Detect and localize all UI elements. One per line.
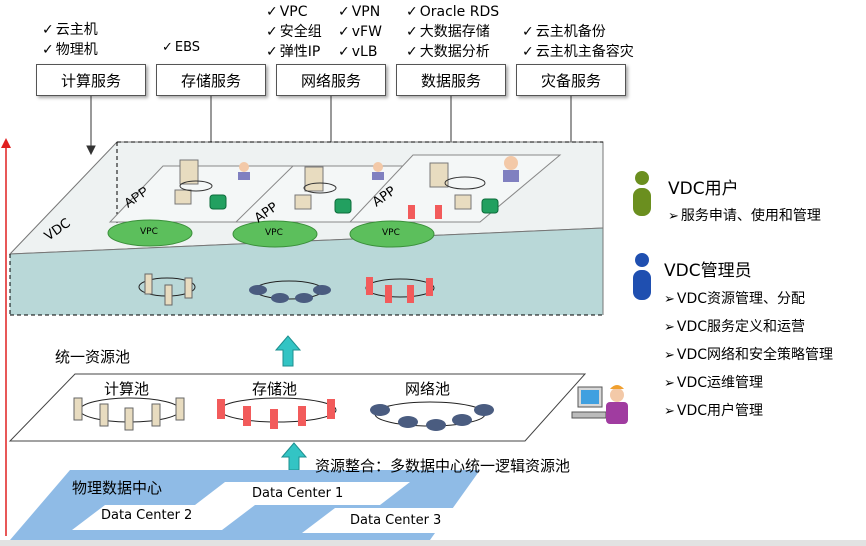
feature-item: 大数据存储 bbox=[406, 22, 499, 42]
datacenter-3-label: Data Center 3 bbox=[350, 513, 442, 528]
vertical-axis-arrow bbox=[1, 138, 11, 536]
feature-item: 云主机主备容灾 bbox=[522, 42, 634, 62]
feature-item: VPC bbox=[266, 2, 322, 22]
network-service-box: 网络服务 bbox=[276, 64, 386, 96]
vdc-admin-person-icon bbox=[633, 253, 651, 300]
data-service-box: 数据服务 bbox=[396, 64, 506, 96]
compute-pool-icons bbox=[73, 397, 185, 431]
vdc-admin-item: VDC网络和安全策略管理 bbox=[664, 344, 833, 364]
compute-pool-label: 计算池 bbox=[104, 380, 150, 398]
feature-item: 云主机备份 bbox=[522, 22, 634, 42]
data-features: Oracle RDS 大数据存储 大数据分析 bbox=[406, 2, 499, 62]
physical-datacenter-band bbox=[10, 470, 480, 540]
storage-service-box: 存储服务 bbox=[156, 64, 266, 96]
storage-pool-label: 存储池 bbox=[252, 380, 298, 398]
storage-pool-icons bbox=[217, 397, 337, 429]
vpc-label-3: VPC bbox=[382, 228, 400, 238]
feature-item: 大数据分析 bbox=[406, 42, 499, 62]
resource-pool-platform bbox=[8, 373, 587, 442]
vdc-admin-title: VDC管理员 bbox=[664, 261, 752, 281]
feature-item: vLB bbox=[338, 42, 382, 62]
vdc-admin-item: VDC服务定义和运营 bbox=[664, 316, 805, 336]
network-pool-label: 网络池 bbox=[405, 380, 451, 398]
pool-up-arrow bbox=[274, 335, 302, 367]
feature-item: vFW bbox=[338, 22, 382, 42]
vpc-label-1: VPC bbox=[140, 227, 158, 237]
feature-item: VPN bbox=[338, 2, 382, 22]
integration-up-arrow bbox=[280, 442, 308, 471]
vdc-platform-slab bbox=[10, 228, 603, 315]
tenant-devices bbox=[174, 159, 499, 219]
feature-item: Oracle RDS bbox=[406, 2, 499, 22]
network-features-right: VPN vFW vLB bbox=[338, 2, 382, 62]
vpc-cloud-3 bbox=[349, 220, 435, 248]
vdc-user-person-icon bbox=[633, 171, 651, 216]
dr-features: 云主机备份 云主机主备容灾 bbox=[522, 22, 634, 62]
datacenter-2-label: Data Center 2 bbox=[101, 508, 193, 523]
vpc-cloud-1 bbox=[107, 219, 193, 247]
compute-features: 云主机 物理机 bbox=[42, 20, 98, 60]
vdc-admin-item: VDC资源管理、分配 bbox=[664, 288, 805, 308]
dr-service-box: 灾备服务 bbox=[516, 64, 626, 96]
vpc-cloud-2 bbox=[232, 220, 318, 248]
network-features-left: VPC 安全组 弹性IP bbox=[266, 2, 322, 62]
admin-workstation-icon bbox=[571, 385, 628, 424]
feature-item: 安全组 bbox=[266, 22, 322, 42]
compute-service-box: 计算服务 bbox=[36, 64, 146, 96]
network-pool-icons bbox=[370, 401, 494, 431]
feature-item: 弹性IP bbox=[266, 42, 322, 62]
vdc-user-figures bbox=[238, 156, 519, 182]
physical-dc-title: 物理数据中心 bbox=[72, 479, 163, 497]
unified-pool-title: 统一资源池 bbox=[55, 348, 131, 366]
feature-item: 物理机 bbox=[42, 40, 98, 60]
datacenter-1-label: Data Center 1 bbox=[252, 486, 344, 501]
feature-item: 云主机 bbox=[42, 20, 98, 40]
vpc-label-2: VPC bbox=[265, 228, 283, 238]
tenant-plane-1: APP bbox=[108, 165, 322, 223]
vdc-admin-item: VDC运维管理 bbox=[664, 372, 763, 392]
vdc-admin-item: VDC用户管理 bbox=[664, 400, 763, 420]
integration-caption: 资源整合：多数据中心统一逻辑资源池 bbox=[315, 457, 571, 475]
vdc-user-title: VDC用户 bbox=[668, 179, 739, 199]
vdc-slab-resources bbox=[138, 273, 435, 306]
feature-item: EBS bbox=[162, 38, 200, 58]
storage-features: EBS bbox=[162, 38, 200, 58]
vdc-user-item: 服务申请、使用和管理 bbox=[668, 205, 821, 225]
